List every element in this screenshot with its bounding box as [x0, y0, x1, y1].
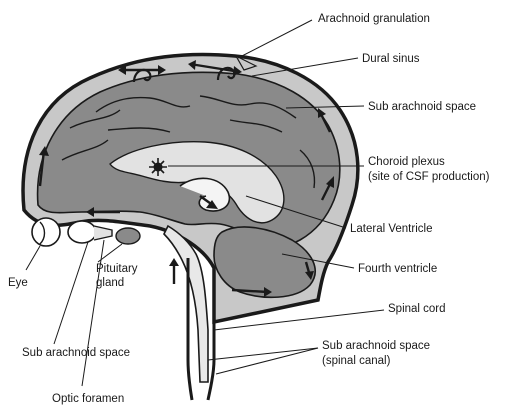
label-sub-arachnoid-left: Sub arachnoid space — [22, 347, 130, 359]
label-optic-foramen: Optic foramen — [52, 393, 124, 405]
label-pituitary: Pituitary — [96, 263, 138, 275]
label-fourth-ventricle: Fourth ventricle — [358, 263, 437, 275]
label-eye: Eye — [8, 277, 28, 289]
pituitary-gland-shape — [116, 228, 140, 244]
label-lateral-ventricle: Lateral Ventricle — [350, 223, 432, 235]
label-choroid-plexus-note: (site of CSF production) — [368, 171, 490, 183]
label-dural-sinus: Dural sinus — [362, 53, 420, 65]
label-sub-arachnoid-spinal: Sub arachnoid space — [322, 340, 430, 352]
label-sub-arachnoid-space: Sub arachnoid space — [368, 101, 476, 113]
label-spinal-cord: Spinal cord — [388, 303, 446, 315]
label-pituitary-gland: gland — [96, 277, 124, 289]
label-choroid-plexus: Choroid plexus — [368, 156, 445, 168]
label-arachnoid-granulation: Arachnoid granulation — [318, 13, 430, 25]
label-sub-arachnoid-spinal-note: (spinal canal) — [322, 355, 391, 367]
